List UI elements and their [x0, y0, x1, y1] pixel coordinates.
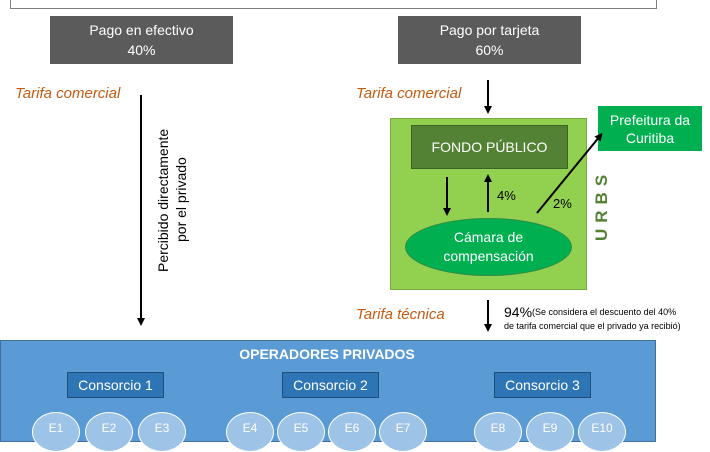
camara-line2: compensación [443, 248, 534, 264]
consorcio-3: Consorcio 3 [494, 372, 591, 398]
arrow-camara-to-prefeitura [536, 132, 603, 214]
tarifa-tecnica-label: Tarifa técnica [356, 306, 445, 323]
fondo-publico-box: FONDO PÚBLICO [411, 125, 568, 169]
arrows-layer [137, 80, 603, 332]
empresa-e5: E5 [277, 412, 325, 452]
prefeitura-line1: Prefeitura da [609, 111, 691, 128]
empresa-e7: E7 [379, 412, 427, 452]
pago-tarjeta-percent: 60% [475, 42, 504, 58]
pago-tarjeta-label: Pago por tarjeta [439, 22, 540, 38]
pago-efectivo-box: Pago en efectivo 40% [50, 16, 233, 64]
top-frame [10, 0, 657, 9]
pct-94-label: 94% [504, 304, 533, 320]
tarifa-comercial-right: Tarifa comercial [356, 85, 462, 102]
empresa-e6: E6 [328, 412, 376, 452]
pago-efectivo-percent: 40% [127, 42, 156, 58]
empresa-e10: E10 [578, 412, 626, 452]
empresa-e3: E3 [138, 412, 186, 452]
consorcio-1: Consorcio 1 [67, 372, 164, 398]
consorcio-2: Consorcio 2 [282, 372, 379, 398]
nota-94: (Se considera el descuento del 40% de ta… [504, 305, 681, 333]
pago-efectivo-label: Pago en efectivo [89, 22, 194, 38]
empresa-e9: E9 [526, 412, 574, 452]
pct-4-label: 4% [497, 188, 516, 203]
nota-94-line2: de tarifa comercial que el privado ya re… [504, 321, 681, 331]
nota-94-line1: (Se considera el descuento del 40% [532, 307, 677, 317]
prefeitura-box: Prefeitura da Curitiba [598, 106, 702, 151]
empresa-e2: E2 [85, 412, 133, 452]
empresa-e8: E8 [474, 412, 522, 452]
tarifa-comercial-left: Tarifa comercial [15, 85, 121, 102]
pago-tarjeta-box: Pago por tarjeta 60% [398, 16, 581, 64]
camara-line1: Cámara de [453, 229, 524, 245]
pct-2-label: 2% [553, 196, 572, 211]
empresa-e1: E1 [32, 412, 80, 452]
camara-compensacion: Cámara de compensación [405, 218, 572, 276]
empresa-e4: E4 [226, 412, 274, 452]
prefeitura-line2: Curitiba [625, 129, 675, 146]
operadores-title: OPERADORES PRIVADOS [239, 346, 415, 362]
